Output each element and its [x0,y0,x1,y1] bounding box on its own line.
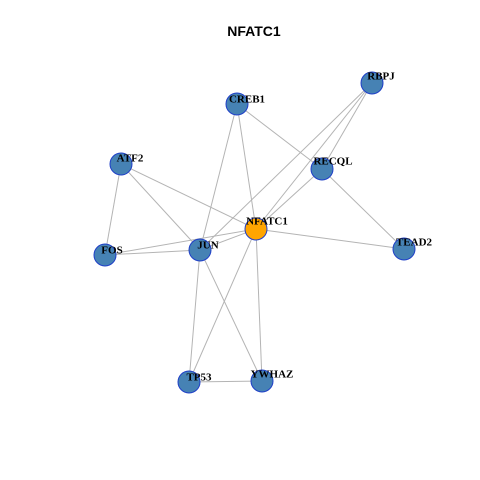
edge-nfatc1-recql [255,168,323,230]
edge-recql-tead2 [321,168,405,250]
node-circle-jun [188,238,212,262]
node-label-creb1: CREB1 [229,94,265,106]
edge-atf2-fos [104,163,122,256]
node-circle-tead2 [392,237,416,261]
node-label-atf2: ATF2 [117,153,144,165]
node-ywhaz: YWHAZ [250,369,294,393]
node-circle-recql [310,157,334,181]
edge-atf2-jun [120,163,201,251]
node-circle-fos [93,243,117,267]
node-circle-nfatc1 [244,217,268,241]
node-label-rbpj: RBPJ [367,71,395,83]
node-circle-rbpj [360,71,384,95]
edge-layer [104,82,405,383]
node-tead2: TEAD2 [392,237,433,261]
edge-fos-jun [104,249,201,256]
edge-creb1-jun [199,103,238,251]
edge-rbpj-jun [199,82,373,251]
edge-nfatc1-ywhaz [255,228,263,382]
node-label-ywhaz: YWHAZ [251,369,294,381]
node-jun: JUN [188,238,219,262]
edge-creb1-recql [236,103,323,170]
edge-nfatc1-fos [104,228,257,256]
node-rbpj: RBPJ [360,71,395,95]
diagram-title: NFATC1 [227,23,281,39]
edge-jun-tp53 [188,249,201,383]
edge-nfatc1-rbpj [255,82,373,230]
node-circle-creb1 [225,92,249,116]
node-circle-ywhaz [250,369,274,393]
node-recql: RECQL [310,156,353,181]
node-label-jun: JUN [197,240,218,252]
node-label-fos: FOS [101,245,122,257]
node-nfatc1: NFATC1 [244,216,288,241]
edge-nfatc1-tead2 [255,228,405,250]
edge-nfatc1-atf2 [120,163,257,230]
node-label-nfatc1: NFATC1 [246,216,288,228]
edge-jun-ywhaz [199,249,263,382]
node-circle-tp53 [177,370,201,394]
node-circle-atf2 [109,152,133,176]
node-label-recql: RECQL [313,156,352,168]
node-label-tp53: TP53 [186,372,212,384]
edge-nfatc1-creb1 [236,103,257,230]
edge-nfatc1-tp53 [188,228,257,383]
edge-tp53-ywhaz [188,380,263,383]
node-atf2: ATF2 [109,152,144,176]
node-tp53: TP53 [177,370,212,394]
node-label-tead2: TEAD2 [396,237,433,249]
edge-rbpj-recql [321,82,373,170]
node-creb1: CREB1 [225,92,265,116]
node-fos: FOS [93,243,123,267]
